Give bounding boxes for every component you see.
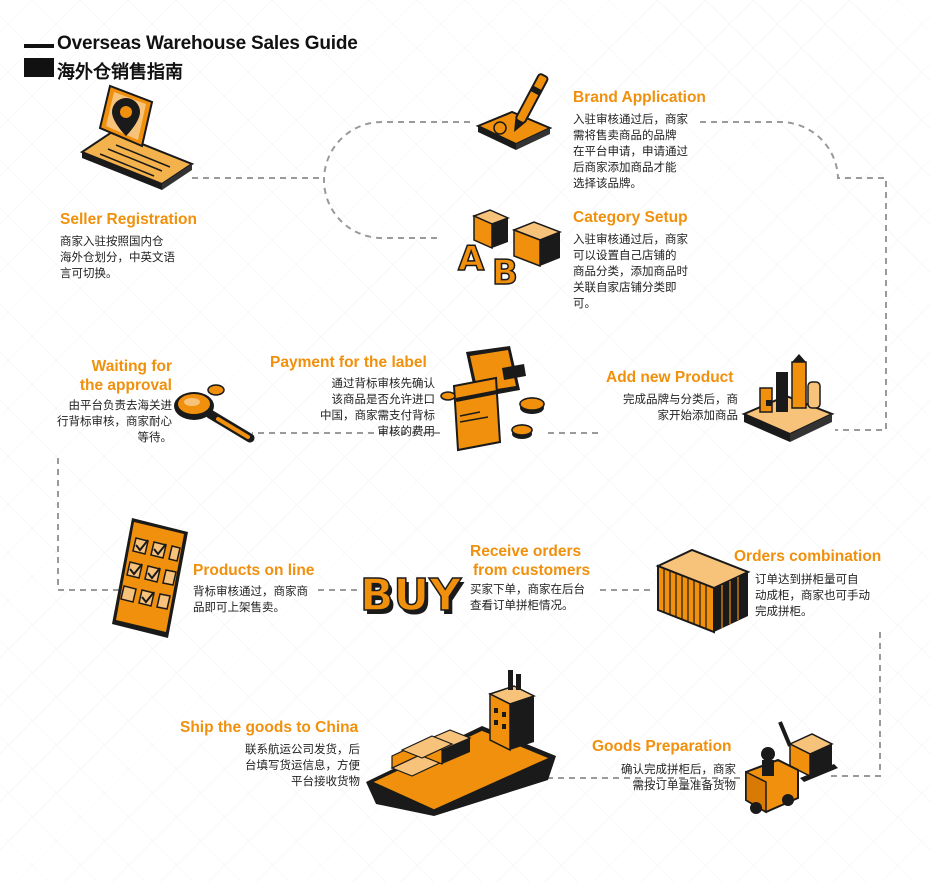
step-title-add-new-product: Add new Product	[606, 369, 734, 386]
connector-loop-left	[323, 121, 470, 239]
page-title-en: Overseas Warehouse Sales Guide	[57, 33, 358, 54]
buy-letters-icon: BUY BUY	[359, 569, 465, 624]
wallet-card-coins-icon	[440, 346, 545, 452]
page-title-zh: 海外仓销售指南	[57, 62, 183, 82]
svg-text:A: A	[458, 239, 485, 279]
step-desc-waiting-approval: 由平台负责去海关进行背标审核，商家耐心等待。	[57, 400, 172, 444]
step-title-products-online: Products on line	[193, 562, 315, 579]
step-desc-seller-registration: 商家入驻按照国内仓海外仓划分，中英文语言可切换。	[60, 236, 175, 280]
ab-letter-blocks-icon: A B	[457, 209, 563, 294]
step-desc-orders-combination: 订单达到拼柜量可自动成柜，商家也可手动完成拼柜。	[755, 574, 870, 618]
shipping-container-icon	[655, 548, 751, 634]
step-desc-products-online: 背标审核通过，商家商品即可上架售卖。	[193, 586, 308, 614]
cargo-ship-icon	[366, 670, 556, 816]
step-desc-goods-preparation: 确认完成拼柜后，商家需按订单量准备货物	[621, 764, 736, 792]
title-bar-block	[24, 58, 54, 77]
svg-text:B: B	[492, 253, 518, 293]
connector-combination-down	[830, 632, 881, 777]
title-bar-top	[24, 44, 54, 48]
step-title-payment-for-label: Payment for the label	[270, 354, 427, 371]
step-title-category-setup: Category Setup	[573, 209, 688, 226]
step-desc-category-setup: 入驻审核通过后，商家可以设置自己店铺的商品分类，添加商品时关联自家店铺分类即可。	[573, 234, 688, 310]
step-title-brand-application: Brand Application	[573, 89, 706, 106]
svg-text:BUY: BUY	[360, 570, 462, 621]
step-title-ship-goods: Ship the goods to China	[180, 719, 359, 736]
step-title-orders-combination: Orders combination	[734, 548, 882, 565]
step-title-seller-registration: Seller Registration	[60, 211, 197, 228]
products-on-platform-icon	[741, 354, 835, 442]
connector-loop-right	[700, 121, 887, 431]
connector-waiting-to-online	[57, 458, 128, 591]
step-desc-add-new-product: 完成品牌与分类后，商家开始添加商品	[623, 394, 738, 422]
laptop-location-pin-icon	[79, 84, 195, 190]
svg-text:BUY: BUY	[363, 574, 465, 624]
step-desc-ship-goods: 联系航运公司发货，后台填写货运信息，方便平台接收货物	[245, 744, 360, 788]
forklift-icon	[745, 721, 838, 814]
checklist-tablet-icon	[112, 518, 188, 638]
pen-signing-card-icon	[475, 73, 553, 150]
step-desc-payment-for-label: 通过背标审核先确认该商品是否允许进口中国，商家需支付背标审核的费用	[320, 378, 435, 438]
magnifier-icon	[174, 384, 255, 443]
step-desc-receive-orders: 买家下单，商家在后台查看订单拼柜情况。	[470, 584, 585, 612]
step-title-goods-preparation: Goods Preparation	[592, 738, 732, 755]
step-desc-brand-application: 入驻审核通过后，商家需将售卖商品的品牌在平台申请，申请通过后商家添加商品才能选择…	[573, 114, 688, 190]
